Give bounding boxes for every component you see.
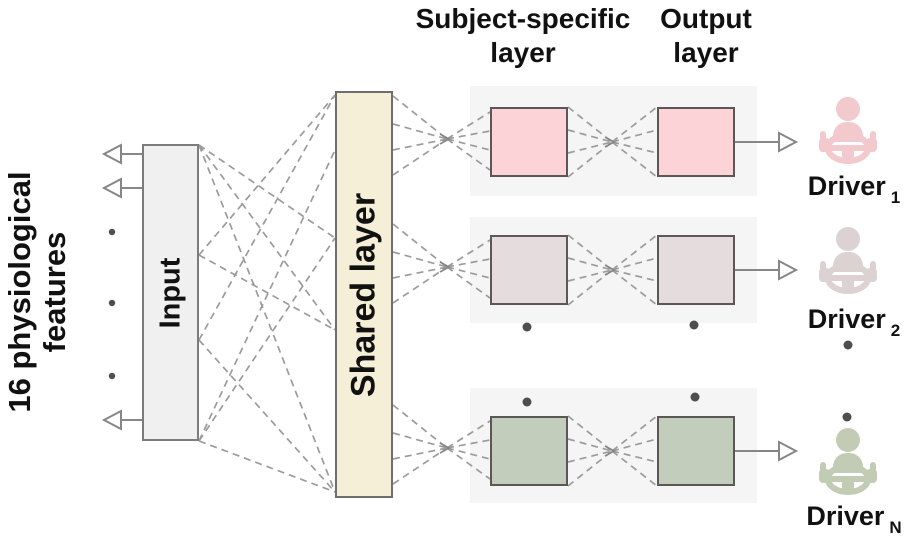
input-layer-label: Input (154, 257, 186, 328)
driver-1-icon (819, 96, 877, 166)
driver-1-subscript: 1 (890, 188, 901, 208)
output-box-driver-n (657, 416, 735, 486)
subject-specific-box-driver-1 (490, 107, 568, 177)
subject-specific-box-driver-2 (490, 235, 568, 305)
driver-2-label-text: Driver (807, 304, 886, 334)
subject-specific-layer-header: Subject-specific layer (403, 2, 643, 70)
output-header-line1: Output (660, 3, 752, 34)
output-box-driver-1 (657, 107, 735, 177)
input-layer-box: Input (142, 144, 199, 441)
output-header-line2: layer (673, 37, 739, 69)
physiological-features-label: 16 physiological features (2, 62, 74, 522)
driver-n-subscript: N (889, 518, 902, 538)
output-layer-header: Output layer (626, 2, 786, 70)
driver-n-icon (819, 427, 877, 497)
physiological-features-line1: 16 physiological (2, 171, 37, 413)
output-box-driver-2 (657, 235, 735, 305)
driver-n-label-text: Driver (806, 501, 885, 531)
driver-1-label-text: Driver (807, 171, 886, 201)
driver-2-subscript: 2 (890, 321, 901, 341)
subject-specific-header-line2: layer (490, 37, 556, 69)
physiological-features-line2: features (37, 231, 73, 353)
shared-layer-box: Shared layer (335, 91, 393, 498)
subject-specific-header-line1: Subject-specific (415, 3, 631, 34)
shared-layer-label: Shared layer (344, 192, 383, 397)
subject-specific-box-driver-n (490, 416, 568, 486)
driver-2-icon (819, 226, 877, 296)
